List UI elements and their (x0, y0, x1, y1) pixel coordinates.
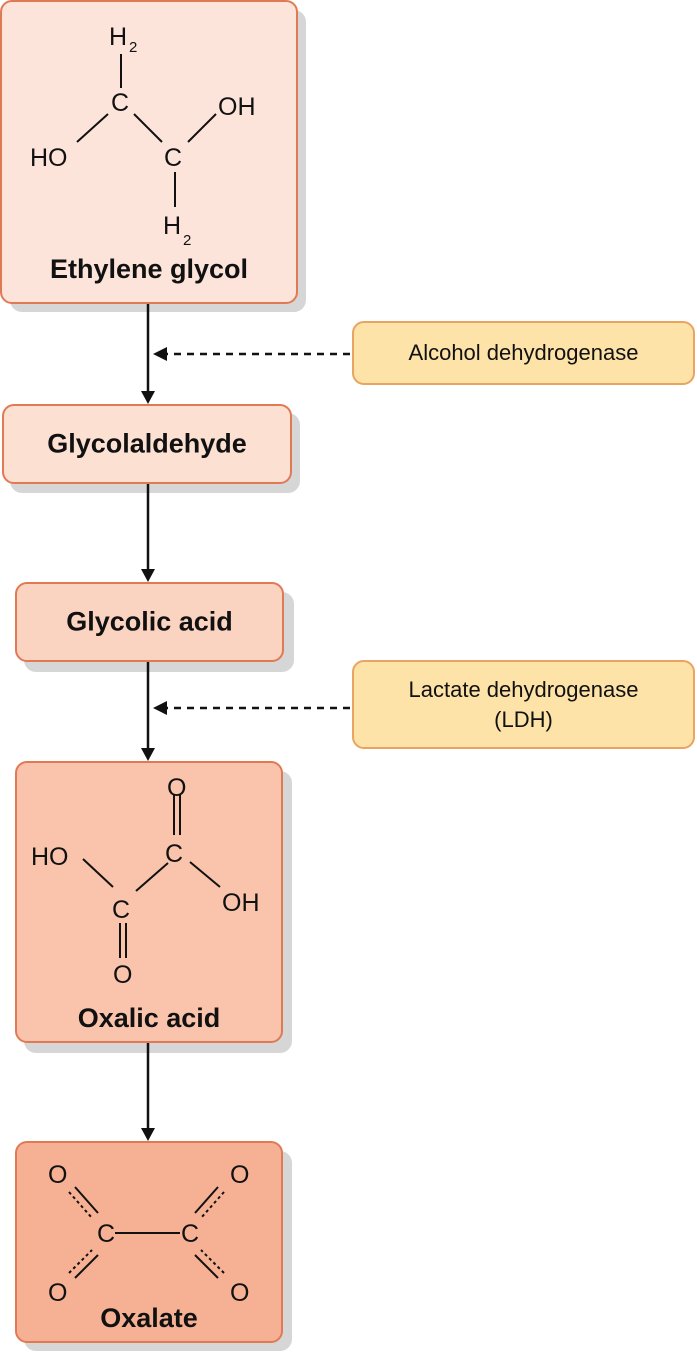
atom-h-top-subscript: 2 (129, 39, 137, 56)
ethylene-glycol-label: Ethylene glycol (49, 254, 249, 284)
glycolic-acid-label: Glycolic acid (66, 606, 233, 637)
ethylene-glycol-box: H 2 C OH HO C H 2 Ethylene glycol (0, 0, 298, 304)
atom-c-right: C (181, 1220, 199, 1248)
oxalic-acid-label: Oxalic acid (77, 1003, 221, 1033)
lactate-dehydrogenase-box: Lactate dehydrogenase (LDH) (352, 660, 695, 749)
atom-o-top-right: O (230, 1161, 249, 1189)
arrowhead-oxalic (141, 748, 155, 761)
atom-o-top-left: O (48, 1161, 67, 1189)
lactate-dehydrogenase-abbrev: (LDH) (494, 706, 553, 732)
arrowhead-lactate-dh (153, 701, 167, 715)
atom-o-bottom: O (113, 961, 132, 989)
ethylene-glycol-structure: H 2 C OH HO C H 2 (30, 23, 256, 249)
atom-o-top: O (167, 774, 186, 802)
glycolic-acid-box: Glycolic acid (15, 582, 284, 662)
atom-h-bottom: H (163, 212, 181, 240)
arrowhead-glycolaldehyde (141, 391, 155, 404)
alcohol-dehydrogenase-label: Alcohol dehydrogenase (408, 340, 639, 366)
atom-c-lower: C (112, 896, 130, 924)
oxalate-structure: O O C C O O (48, 1161, 249, 1307)
lactate-dehydrogenase-label: Lactate dehydrogenase (408, 676, 639, 702)
atom-oh: OH (218, 93, 256, 121)
oxalic-acid-structure: O C HO OH C O (31, 774, 260, 989)
arrowhead-glycolic (141, 569, 155, 582)
oxalate-label: Oxalate (100, 1303, 198, 1333)
atom-oh: OH (222, 889, 260, 917)
oxalic-acid-box: O C HO OH C O Oxalic acid (15, 761, 283, 1043)
arrowhead-oxalate (141, 1128, 155, 1141)
arrowhead-alcohol-dh (153, 347, 167, 361)
glycolaldehyde-box: Glycolaldehyde (2, 404, 292, 484)
atom-c-upper: C (165, 840, 183, 868)
glycolaldehyde-label: Glycolaldehyde (47, 428, 247, 459)
atom-h-bottom-subscript: 2 (183, 232, 191, 249)
oxalate-box: O O C C O O Oxalate (15, 1141, 283, 1343)
alcohol-dehydrogenase-box: Alcohol dehydrogenase (352, 321, 695, 385)
atom-ho: HO (30, 144, 68, 172)
atom-o-bottom-right: O (230, 1279, 249, 1307)
atom-c2: C (164, 144, 182, 172)
atom-ho: HO (31, 843, 69, 871)
atom-h-top: H (109, 23, 127, 51)
atom-c-left: C (97, 1220, 115, 1248)
atom-c1: C (111, 89, 129, 117)
atom-o-bottom-left: O (48, 1279, 67, 1307)
